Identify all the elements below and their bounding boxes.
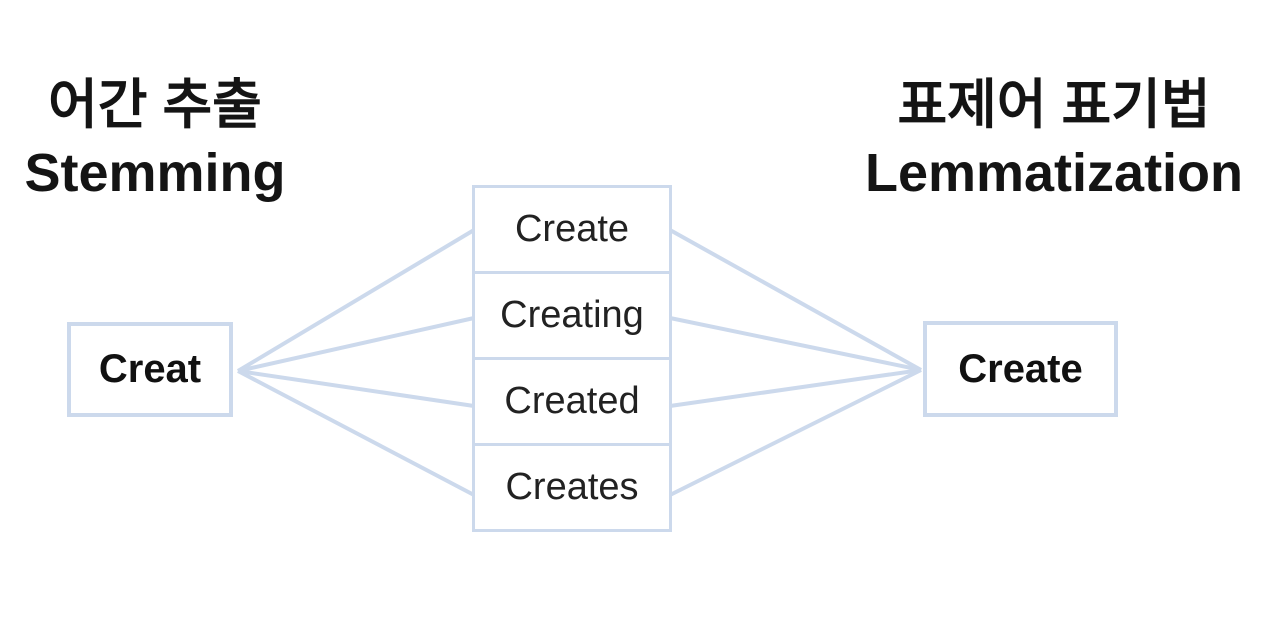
lemma-node-label: Create: [958, 346, 1083, 391]
lemmatization-title-english: Lemmatization: [864, 142, 1244, 203]
word-form-label: Create: [514, 208, 630, 250]
connector-line-create-lemma: [669, 228, 922, 372]
word-form-label: Creates: [505, 466, 639, 508]
connector-line-created-lemma: [669, 368, 922, 408]
stem-node-box: Creat: [67, 322, 233, 417]
stem-node-label: Creat: [98, 347, 202, 391]
connector-line-stem-creates: [237, 369, 475, 497]
word-forms-column: Create Creating Created Creates: [472, 185, 672, 532]
connector-line-stem-created: [237, 369, 475, 408]
word-form-cell: Create: [472, 185, 672, 274]
lemma-node-box: Create: [923, 321, 1118, 417]
lemmatization-title-korean: 표제어 표기법: [897, 75, 1211, 135]
stemming-title-korean: 어간 추출: [48, 75, 262, 135]
connector-lines: [236, 228, 922, 497]
stemming-heading: 어간 추출 Stemming: [0, 72, 310, 207]
word-form-label: Creating: [500, 294, 644, 336]
word-form-cell: Creates: [472, 443, 672, 532]
word-form-cell: Created: [472, 357, 672, 446]
connector-line-stem-creating: [237, 316, 475, 373]
lemmatization-heading: 표제어 표기법 Lemmatization: [828, 72, 1280, 207]
connector-line-creates-lemma: [669, 368, 922, 497]
stemming-title-english: Stemming: [24, 142, 286, 203]
word-form-label: Created: [504, 380, 640, 422]
connector-line-creating-lemma: [669, 316, 922, 372]
word-form-cell: Creating: [472, 271, 672, 360]
connector-line-stem-create: [236, 228, 476, 373]
